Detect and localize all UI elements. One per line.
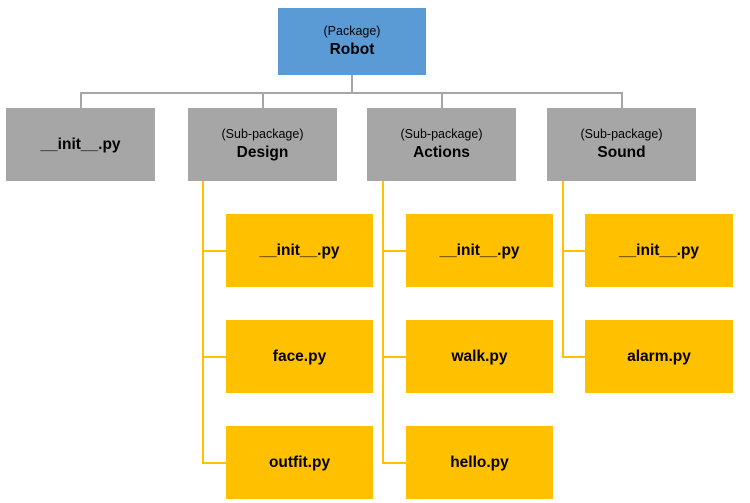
connector-design-branch-outfit: [202, 462, 226, 464]
connector-root-trunk: [351, 75, 353, 92]
connector-actions-branch-init: [382, 250, 406, 252]
subpackage-type-label: (Sub-package): [400, 127, 483, 141]
connector-drop-init: [80, 92, 82, 108]
file-name: walk.py: [451, 347, 508, 365]
file-box-design-init: __init__.py: [226, 214, 373, 287]
connector-design-branch-face: [202, 356, 226, 358]
file-name: outfit.py: [268, 453, 331, 471]
connector-design-stem: [202, 181, 204, 464]
connector-actions-branch-hello: [382, 462, 406, 464]
subpackage-name: Sound: [597, 143, 646, 161]
file-box-actions-hello: hello.py: [406, 426, 553, 499]
file-name: __init__.py: [259, 241, 340, 259]
subpackage-box-actions: (Sub-package) Actions: [367, 108, 516, 181]
connector-sound-branch-alarm: [562, 356, 585, 358]
subpackage-box-design: (Sub-package) Design: [188, 108, 337, 181]
package-box-robot: (Package) Robot: [278, 8, 426, 75]
subpackage-box-sound: (Sub-package) Sound: [547, 108, 696, 181]
connector-drop-actions: [441, 92, 443, 108]
package-type-label: (Package): [323, 24, 381, 38]
file-box-design-face: face.py: [226, 320, 373, 393]
file-name: hello.py: [450, 453, 509, 471]
file-name: alarm.py: [627, 347, 691, 365]
connector-sound-stem: [562, 181, 564, 358]
connector-design-branch-init: [202, 250, 226, 252]
file-name: __init__.py: [618, 241, 700, 259]
file-box-root-init: __init__.py: [6, 108, 155, 181]
subpackage-name: Design: [236, 143, 289, 161]
file-name: face.py: [272, 347, 327, 365]
file-box-actions-init: __init__.py: [406, 214, 553, 287]
file-box-actions-walk: walk.py: [406, 320, 553, 393]
subpackage-name: Actions: [413, 143, 470, 161]
file-name: __init__.py: [40, 135, 121, 153]
subpackage-type-label: (Sub-package): [580, 127, 663, 141]
file-name: __init__.py: [439, 241, 520, 259]
connector-sound-branch-init: [562, 250, 585, 252]
file-box-sound-alarm: alarm.py: [585, 320, 733, 393]
connector-actions-stem: [382, 181, 384, 464]
connector-drop-design: [262, 92, 264, 108]
connector-actions-branch-walk: [382, 356, 406, 358]
subpackage-type-label: (Sub-package): [221, 127, 304, 141]
file-box-sound-init: __init__.py: [585, 214, 733, 287]
package-name: Robot: [329, 40, 375, 58]
file-box-design-outfit: outfit.py: [226, 426, 373, 499]
connector-drop-sound: [621, 92, 623, 108]
connector-root-rail: [80, 92, 623, 94]
